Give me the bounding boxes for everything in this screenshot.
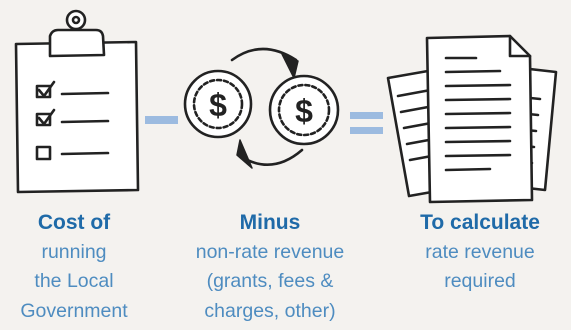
step-line: Government: [20, 299, 128, 322]
svg-text:$: $: [209, 87, 227, 123]
step-calculate-rate: To calculate rate revenue required: [395, 208, 565, 297]
equals-operator: [350, 112, 383, 134]
minus-operator: [145, 116, 178, 124]
coins-exchange-icon: $ $: [183, 47, 340, 169]
step-line: non-rate revenue: [195, 240, 345, 263]
step-cost-of-running: Cost of running the Local Government: [0, 208, 148, 326]
step-line: charges, other): [204, 299, 336, 322]
step-line: (grants, fees &: [206, 270, 334, 292]
step-heading: To calculate: [420, 211, 540, 234]
step-minus-revenue: Minus non-rate revenue (grants, fees & c…: [170, 208, 370, 326]
step-line: rate revenue: [425, 240, 535, 263]
clipboard-checklist-icon: [14, 9, 140, 194]
documents-stack-icon: [386, 34, 558, 204]
step-line: the Local: [34, 270, 114, 292]
step-heading: Minus: [239, 211, 301, 234]
step-line: required: [444, 270, 516, 292]
step-heading: Cost of: [37, 211, 111, 234]
svg-text:$: $: [295, 93, 313, 129]
step-line: running: [41, 240, 107, 263]
